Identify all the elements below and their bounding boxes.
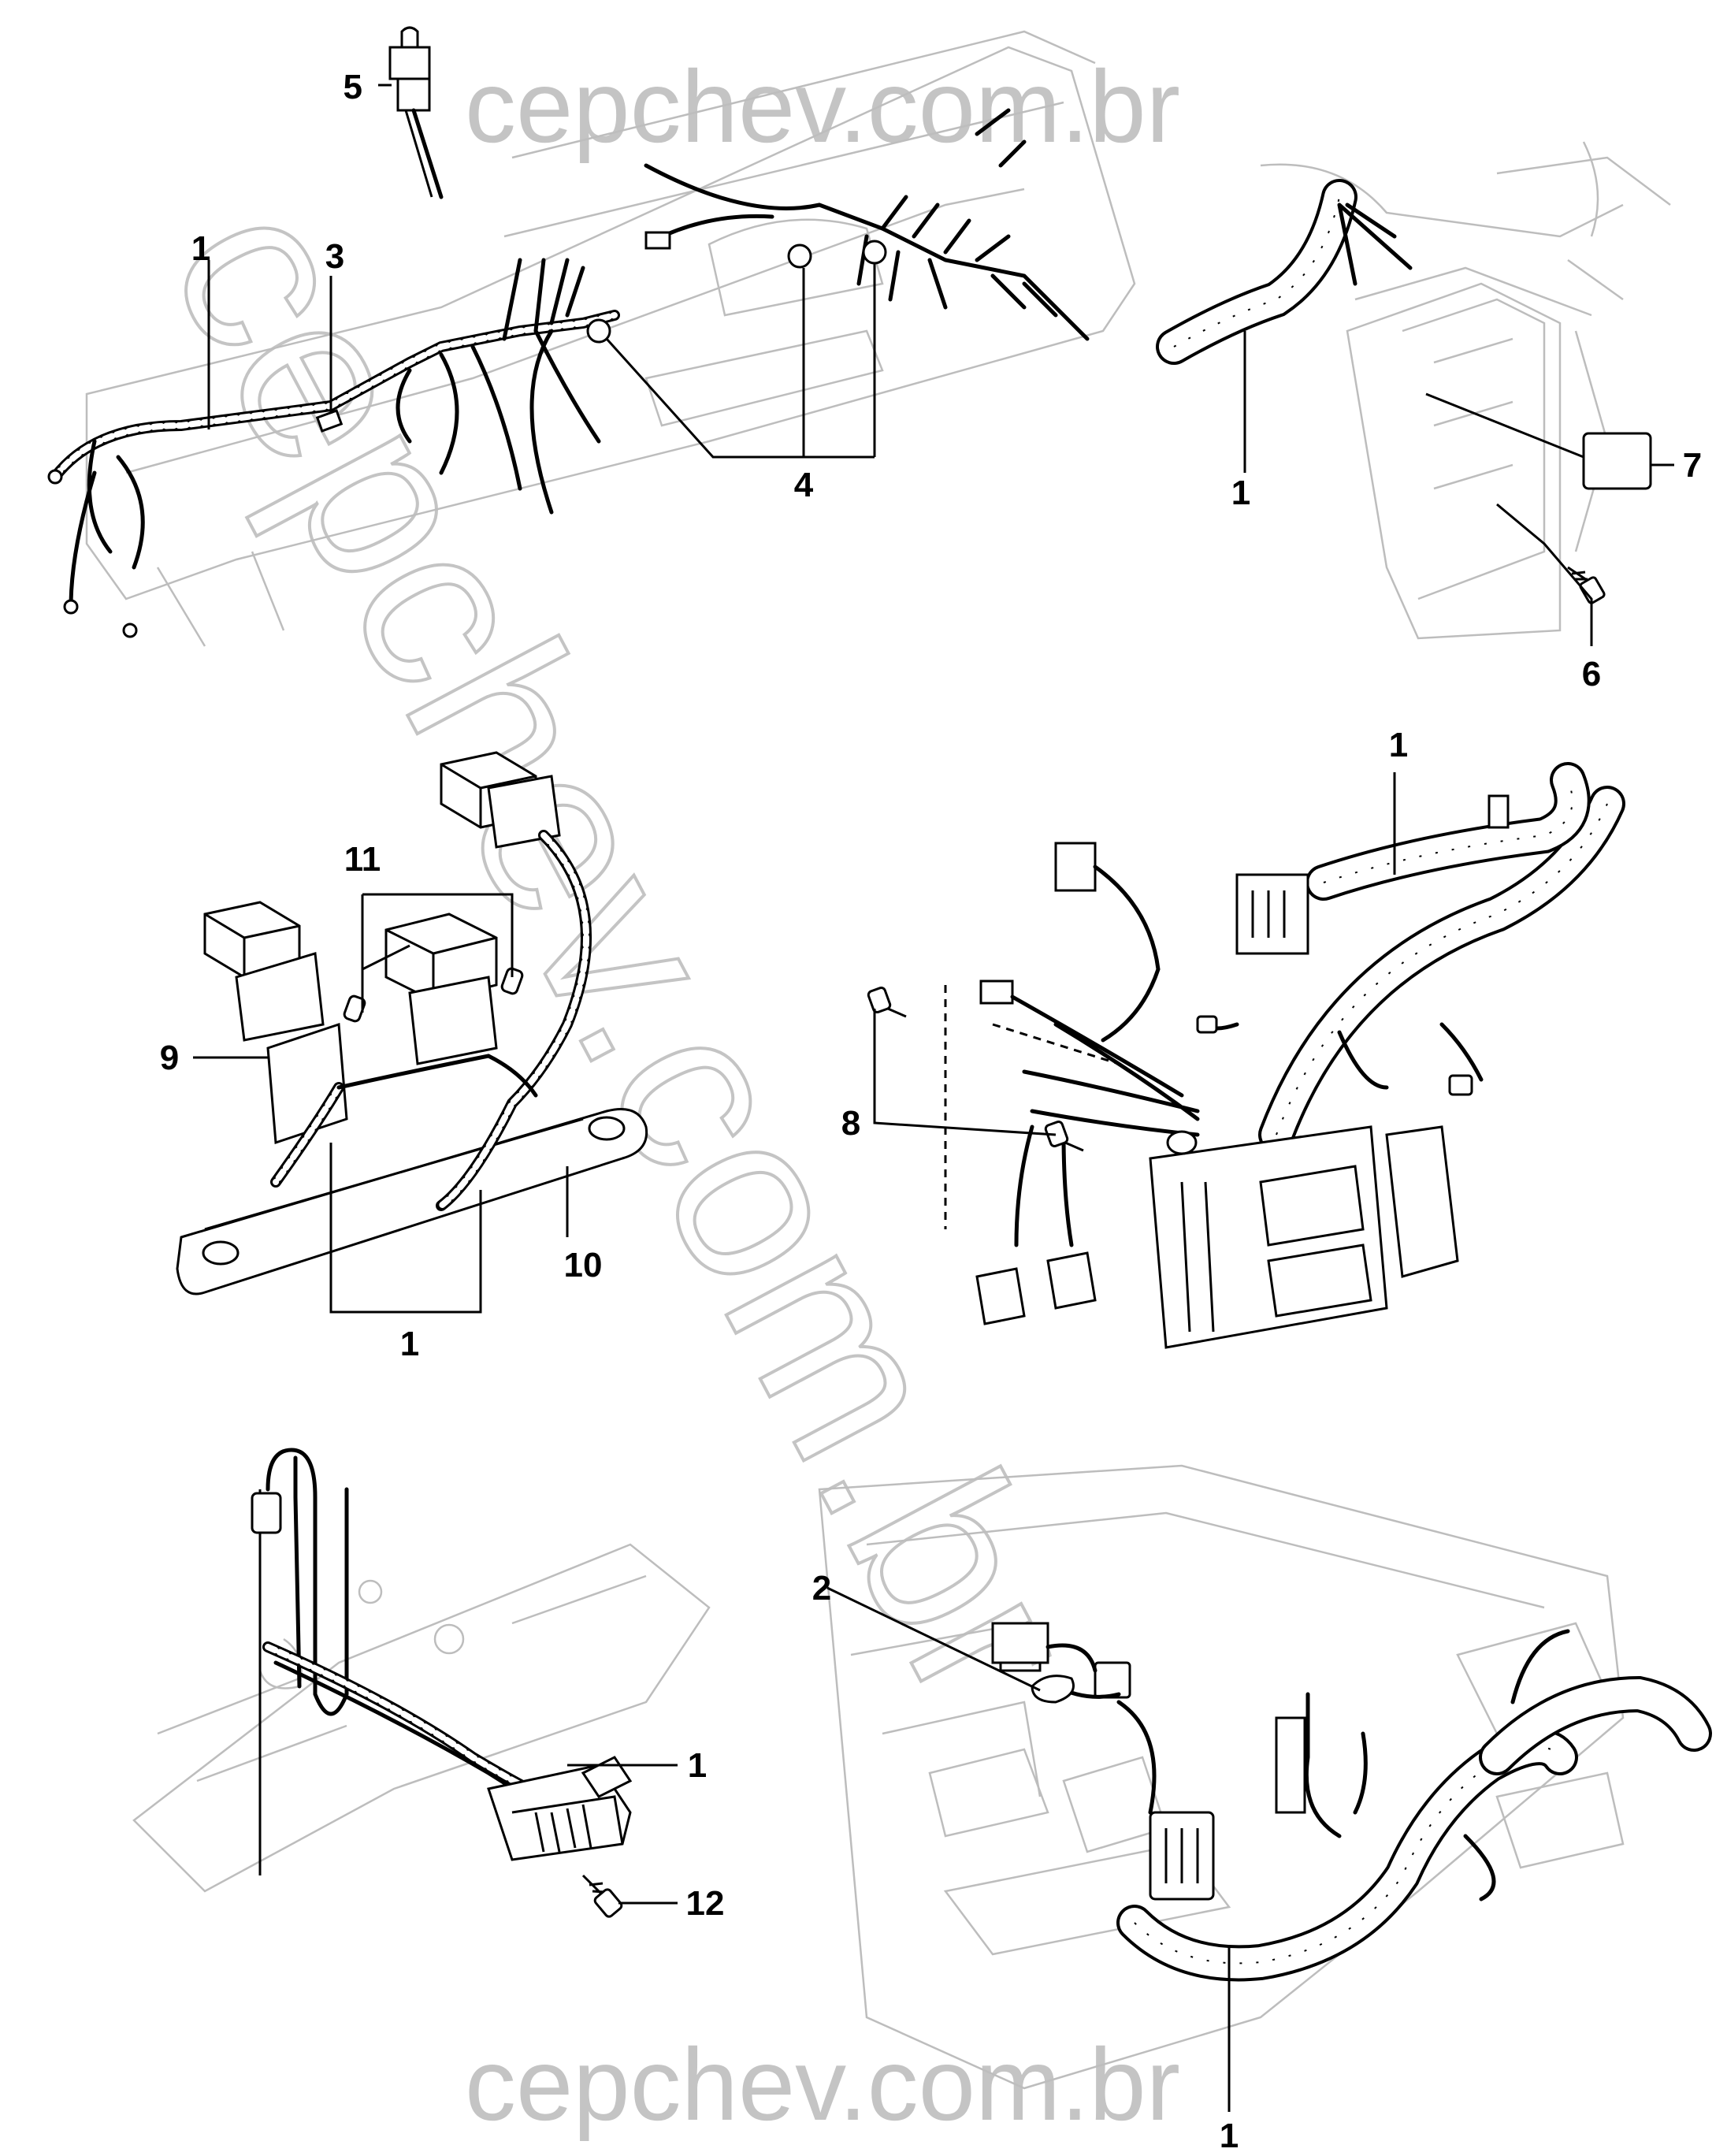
callout-7: 7	[1683, 446, 1702, 485]
callout-3: 3	[325, 237, 344, 276]
callout-11: 11	[344, 840, 381, 879]
connector-5	[388, 26, 444, 199]
screw-12	[581, 1874, 623, 1918]
watermark-top: cepchev.com.br	[465, 49, 1180, 164]
callout-1d: 1	[1389, 726, 1408, 764]
panel-dashboard-harness: 5 1 3 4	[47, 26, 1136, 647]
callout-1f: 1	[1220, 2117, 1239, 2155]
panel-fusebox-harness: 1 8	[841, 726, 1625, 1349]
clip-2	[1031, 1675, 1075, 1704]
callout-1e: 1	[688, 1746, 707, 1785]
callout-12: 12	[686, 1884, 725, 1923]
callout-5: 5	[344, 68, 362, 106]
callout-10: 10	[564, 1246, 603, 1284]
relay-7	[1582, 432, 1652, 490]
callout-6: 6	[1582, 655, 1601, 693]
panel-diagnostic-connector: 1 12	[132, 1448, 725, 1923]
callout-2: 2	[812, 1569, 831, 1608]
callout-8: 8	[841, 1104, 860, 1143]
callout-1c: 1	[400, 1325, 419, 1363]
panel-fusebox-vehicle: 1 7 6	[1156, 141, 1702, 693]
callout-9: 9	[160, 1039, 179, 1077]
callout-1b: 1	[1231, 474, 1250, 512]
watermark-bottom: cepchev.com.br	[465, 2027, 1180, 2142]
callout-1: 1	[191, 229, 210, 268]
panel-relay-bracket: 11 9 10 1	[160, 751, 648, 1363]
callout-4: 4	[794, 466, 814, 504]
screw-6	[1567, 566, 1606, 604]
panel-underdash-harness: 2 1	[812, 1464, 1712, 2155]
